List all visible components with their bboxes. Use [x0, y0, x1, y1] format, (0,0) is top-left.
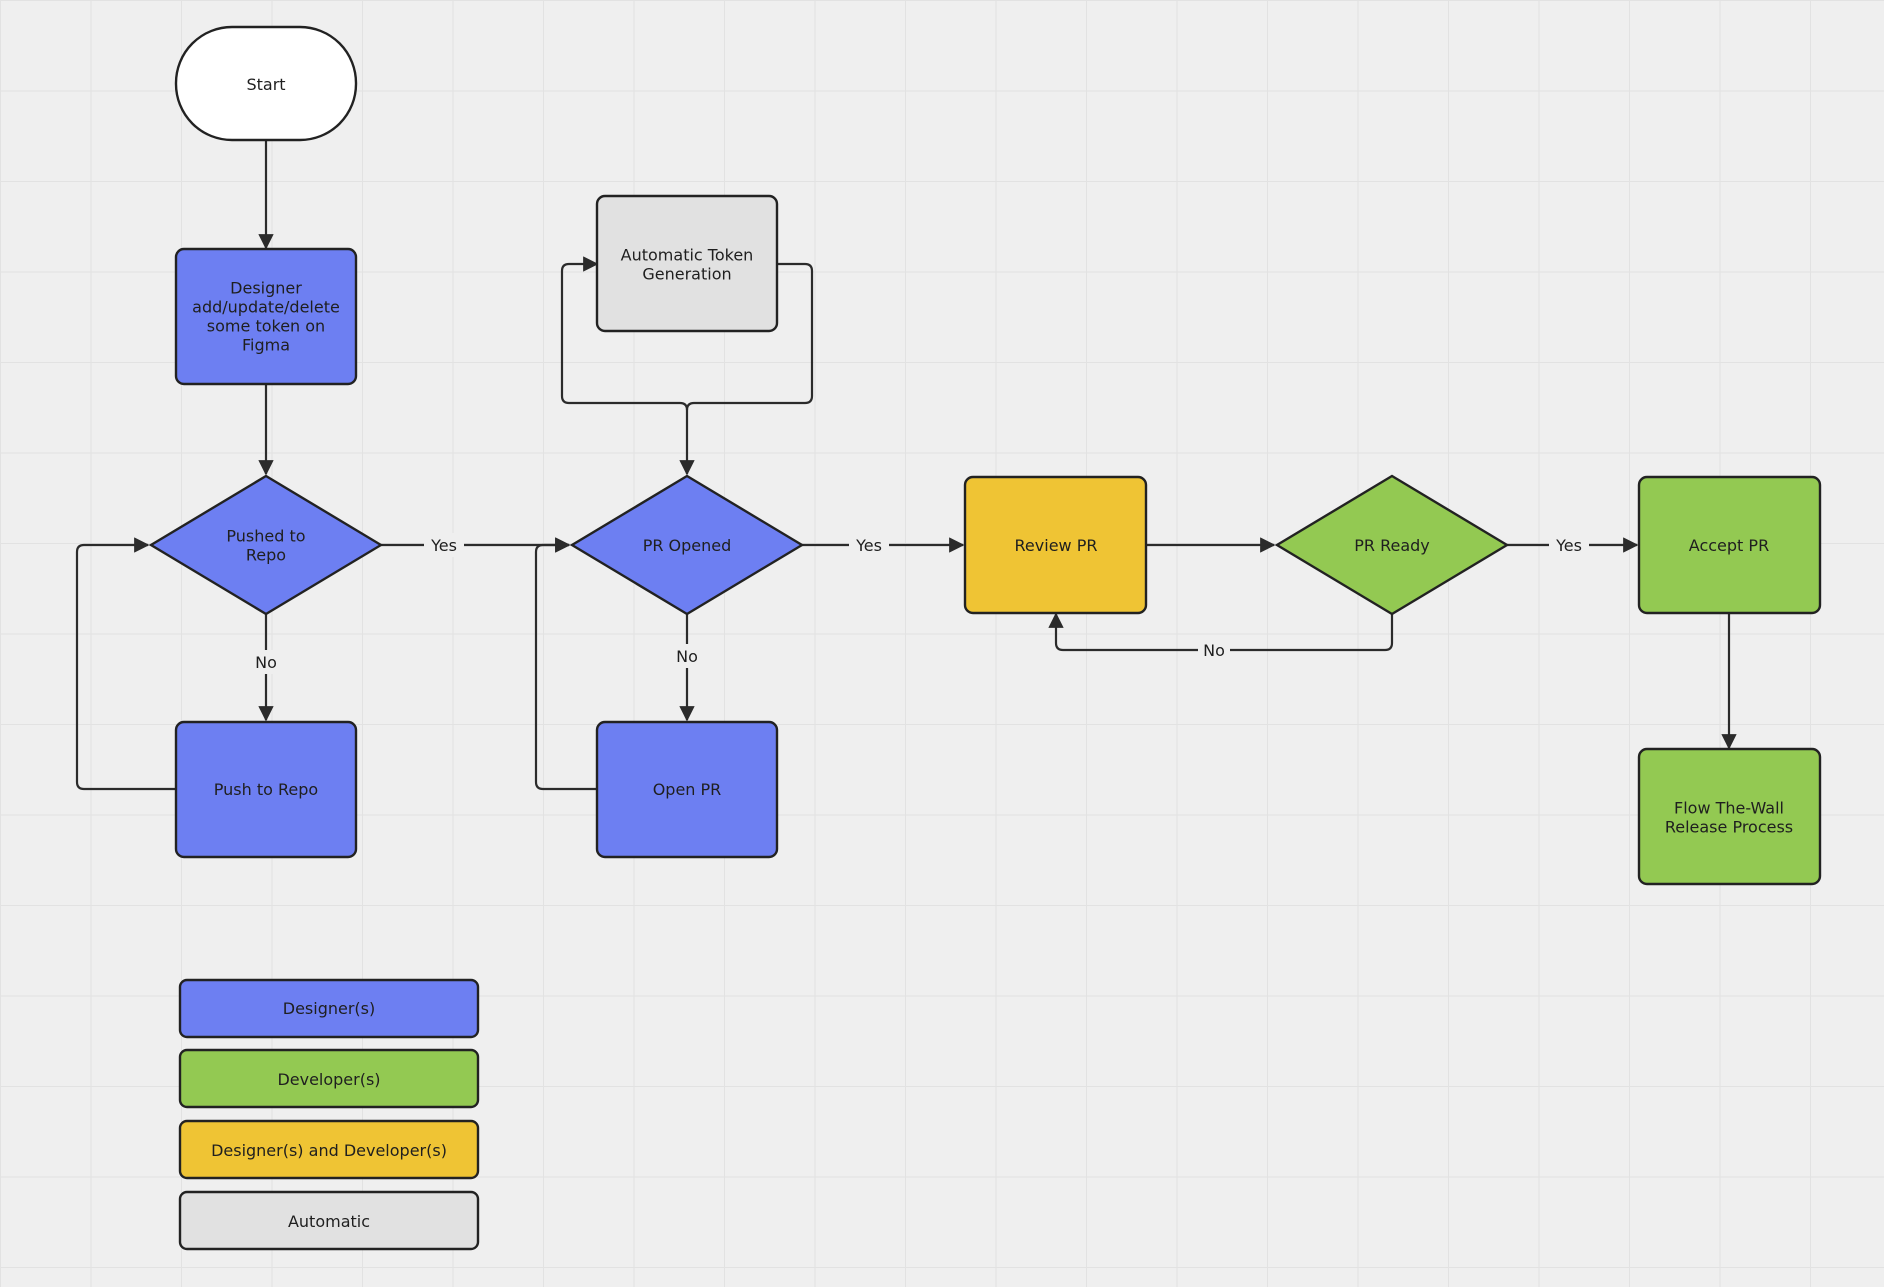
legend-item-developer: Developer(s) [178, 1048, 480, 1109]
legend-label-designer: Designer(s) [283, 999, 375, 1018]
edge-openpr-loop [534, 537, 597, 791]
legend-item-designer: Designer(s) [178, 978, 480, 1039]
edge-auto-token-loop-left [560, 256, 689, 411]
node-start[interactable]: Start [174, 25, 358, 142]
edge-label-opened-yes: Yes [855, 536, 882, 555]
node-pr-ready-label: PR Ready [1354, 536, 1430, 555]
edge-label-ready-yes: Yes [1555, 536, 1582, 555]
legend-item-automatic: Automatic [178, 1190, 480, 1251]
node-push-to-repo[interactable]: Push to Repo [174, 720, 358, 859]
node-start-label: Start [246, 75, 285, 94]
legend-label-automatic: Automatic [288, 1212, 370, 1231]
node-open-pr[interactable]: Open PR [595, 720, 779, 859]
edge-label-pushed-no: No [255, 653, 277, 672]
legend: Designer(s) Developer(s) Designer(s) and… [178, 978, 480, 1251]
edge-label-ready-no: No [1203, 641, 1225, 660]
legend-label-both: Designer(s) and Developer(s) [211, 1141, 447, 1160]
edge-auto-token-loop [679, 262, 814, 476]
node-pr-opened-label: PR Opened [643, 536, 732, 555]
node-review-pr-label: Review PR [1015, 536, 1098, 555]
node-accept-pr[interactable]: Accept PR [1637, 475, 1822, 615]
legend-label-developer: Developer(s) [277, 1070, 380, 1089]
node-pr-opened[interactable]: PR Opened [569, 474, 805, 616]
node-review-pr[interactable]: Review PR [963, 475, 1148, 615]
node-pr-ready[interactable]: PR Ready [1274, 474, 1510, 616]
edges [75, 140, 1737, 791]
node-open-pr-label: Open PR [653, 780, 722, 799]
legend-item-both: Designer(s) and Developer(s) [178, 1119, 480, 1180]
edge-label-pushed-yes: Yes [430, 536, 457, 555]
node-accept-pr-label: Accept PR [1689, 536, 1769, 555]
node-push-to-repo-label: Push to Repo [214, 780, 318, 799]
edge-labels: Yes No Yes No Yes No [250, 533, 1589, 674]
edge-label-opened-no: No [676, 647, 698, 666]
edge-push-loop [75, 537, 176, 791]
